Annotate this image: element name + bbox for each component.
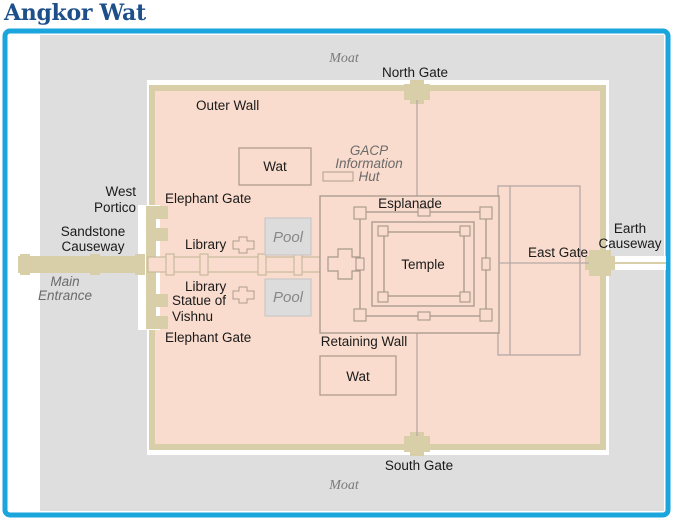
north-gate-label: North Gate <box>382 65 448 80</box>
elephant-gate-label-south: Elephant Gate <box>165 330 251 345</box>
main-entrance-label-line2: Entrance <box>38 288 92 303</box>
library-label-north: Library <box>185 237 227 252</box>
east-gate-label: East Gate <box>528 245 588 260</box>
sandstone-causeway-label-line2: Causeway <box>61 239 124 254</box>
library-north <box>232 236 255 254</box>
wat-building-north <box>238 147 312 186</box>
west-portico-label-line2: Portico <box>94 200 136 215</box>
temple-central <box>383 231 465 297</box>
sandstone-causeway <box>18 256 153 273</box>
sandstone-causeway-label-line1: Sandstone <box>61 224 126 239</box>
earth-causeway-label-line2: Causeway <box>598 236 661 251</box>
esplanade-label: Esplanade <box>378 196 442 211</box>
pool-north <box>264 217 312 256</box>
gacp-label-line3: Hut <box>358 169 380 184</box>
main-entrance-label-line1: Main <box>50 274 79 289</box>
north-gate <box>404 80 430 104</box>
statue-of-vishnu-label-line1: Statue of <box>172 293 226 308</box>
wat-label-south: Wat <box>346 369 370 384</box>
pool-label-north: Pool <box>273 229 304 246</box>
retaining-wall-label: Retaining Wall <box>321 334 408 349</box>
library-label-south: Library <box>185 279 227 294</box>
elephant-gate-label-north: Elephant Gate <box>165 191 251 206</box>
west-portico-label-line1: West <box>105 184 136 199</box>
south-gate <box>404 432 430 456</box>
moat-label-south: Moat <box>328 478 360 493</box>
gacp-label-line1: GACP <box>350 143 388 158</box>
earth-causeway-label-line1: Earth <box>614 221 646 236</box>
south-gate-label: South Gate <box>385 458 453 473</box>
wat-building-south <box>319 355 397 396</box>
outer-wall-label: Outer Wall <box>196 98 259 113</box>
gacp-information-hut <box>322 171 354 182</box>
library-south <box>232 286 255 304</box>
moat-label-north: Moat <box>328 51 360 66</box>
pool-label-south: Pool <box>273 289 304 306</box>
pool-south <box>264 278 312 317</box>
statue-of-vishnu-label-line2: Vishnu <box>172 309 213 324</box>
east-gate-marker <box>585 250 615 276</box>
temple-label: Temple <box>401 257 445 272</box>
page-title: Angkor Wat <box>4 0 146 26</box>
wat-label-north: Wat <box>263 159 287 174</box>
gacp-label-line2: Information <box>335 156 403 171</box>
